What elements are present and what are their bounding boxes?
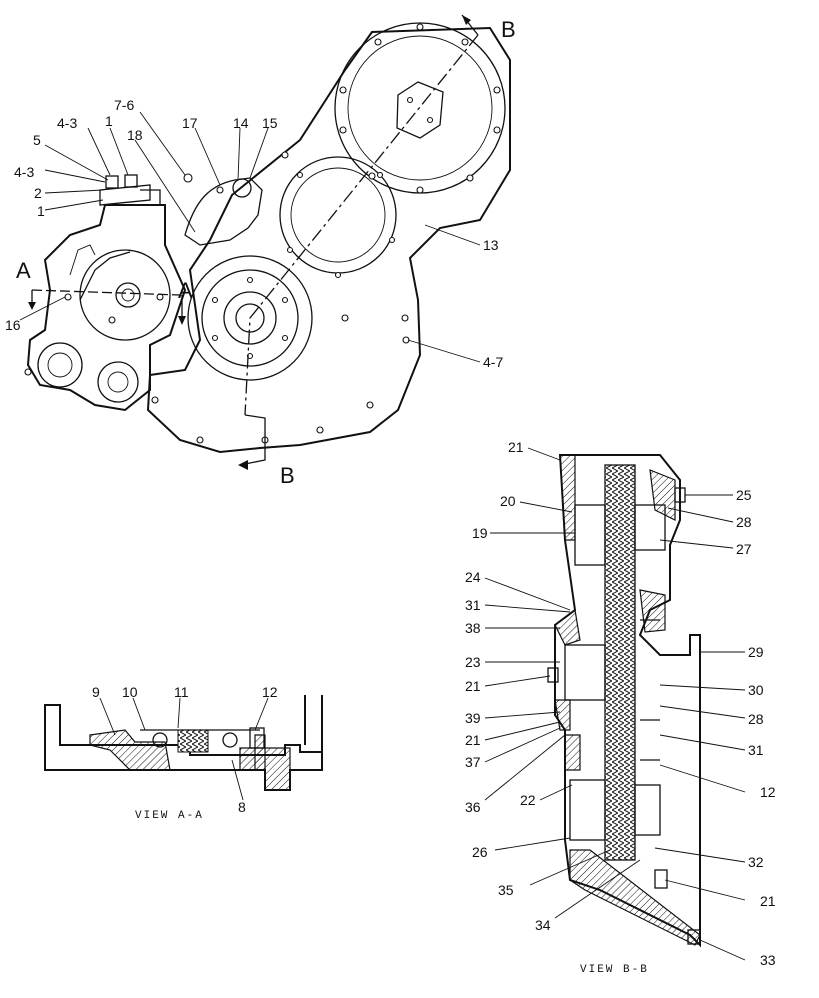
bb-callouts: 21 25 20 28 19 27 24 31 38 23 29 21 30 3… [465, 439, 776, 968]
callout: 27 [736, 541, 752, 557]
callout: 29 [748, 644, 764, 660]
pump-drive-left [37, 342, 83, 388]
callout: 22 [520, 792, 536, 808]
callout: 8 [238, 799, 246, 815]
callout: 23 [465, 654, 481, 670]
aa-callouts: 9 10 11 12 8 [92, 684, 278, 815]
view-labels: VIEW A-A VIEW B-B [135, 810, 649, 976]
view-aa-label: VIEW A-A [135, 810, 204, 822]
main-housing-view [24, 14, 511, 470]
section-letter-labels: B B A A [16, 17, 516, 488]
section-view-bb [547, 454, 701, 948]
bb-lower-bearing [569, 779, 606, 841]
section-view-aa [44, 695, 323, 791]
callout: 15 [262, 115, 278, 131]
section-line-aa [31, 289, 181, 296]
callout: 31 [748, 742, 764, 758]
callout: 4-3 [57, 115, 77, 131]
callout: 33 [760, 952, 776, 968]
callout: 38 [465, 620, 481, 636]
callout: 32 [748, 854, 764, 870]
inspection-plate [396, 81, 444, 139]
callout: 1 [37, 203, 45, 219]
callout: 1 [105, 113, 113, 129]
callout: 12 [760, 784, 776, 800]
accessory-drive-plate [26, 204, 187, 412]
bb-leaders [484, 447, 746, 961]
callout: 21 [465, 678, 481, 694]
callout: 39 [465, 710, 481, 726]
callout: 35 [498, 882, 514, 898]
callout: 7-6 [114, 97, 134, 113]
bb-center-bearing [564, 644, 606, 701]
callout: 17 [182, 115, 198, 131]
callout: 21 [508, 439, 524, 455]
bb-upper-bearing [574, 504, 606, 566]
callout: 2 [34, 185, 42, 201]
callout: 20 [500, 493, 516, 509]
callout: 31 [465, 597, 481, 613]
callout: 13 [483, 237, 499, 253]
callout: 26 [472, 844, 488, 860]
section-line-bb [244, 34, 479, 416]
callout: 11 [174, 684, 189, 700]
main-leaders [19, 111, 481, 363]
callout: 28 [748, 711, 764, 727]
callout: 4-3 [14, 164, 34, 180]
view-bb-label: VIEW B-B [580, 964, 649, 976]
callout: 16 [5, 317, 21, 333]
callout: 18 [127, 127, 143, 143]
callout: 10 [122, 684, 138, 700]
bb-casing [554, 454, 701, 948]
aa-leaders [99, 697, 269, 801]
section-letter-a-left: A [16, 258, 31, 283]
callout: 36 [465, 799, 481, 815]
callout: 37 [465, 754, 481, 770]
section-letter-b-bottom: B [280, 463, 295, 488]
callout: 5 [33, 132, 41, 148]
callout: 4-7 [483, 354, 503, 370]
crankshaft-seal-housing [187, 255, 313, 381]
breather-tube [184, 177, 263, 246]
callout: 9 [92, 684, 100, 700]
callout: 21 [465, 732, 481, 748]
main-callouts: 4-3 1 7-6 5 18 17 14 15 4-3 2 1 13 16 4-… [5, 97, 503, 370]
callout: 28 [736, 514, 752, 530]
accessory-gear [79, 249, 171, 341]
callout: 34 [535, 917, 551, 933]
callout: 25 [736, 487, 752, 503]
housing-outline [146, 26, 511, 454]
callout: 30 [748, 682, 764, 698]
section-letter-b-top: B [501, 17, 516, 42]
callout: 19 [472, 525, 488, 541]
bb-gear-train [604, 464, 636, 861]
callout: 24 [465, 569, 481, 585]
cover-bolts [339, 23, 501, 194]
pump-drive-right [97, 361, 139, 403]
callout: 12 [262, 684, 278, 700]
callout: 14 [233, 115, 249, 131]
section-letter-a-right: A [178, 278, 193, 303]
callout: 21 [760, 893, 776, 909]
